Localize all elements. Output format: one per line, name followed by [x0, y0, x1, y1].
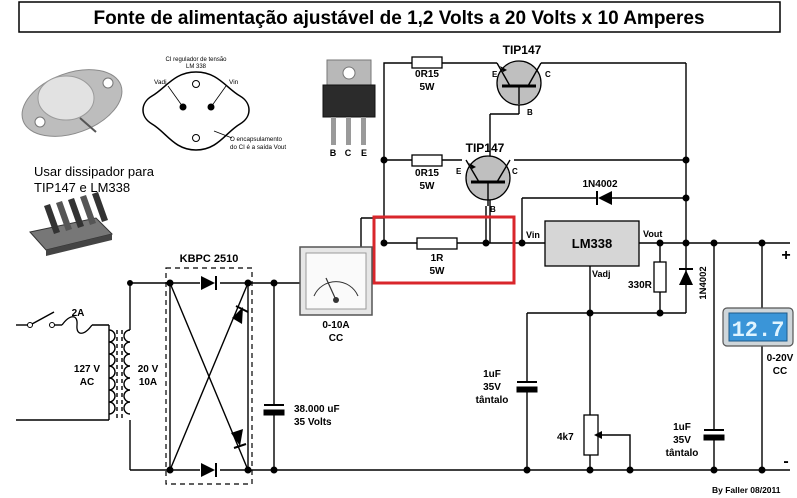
- ic-title-line1: CI regulador de tensão: [165, 57, 227, 63]
- capacitor-1uf-adj: [516, 381, 538, 393]
- author-credit: By Faller 08/2011: [712, 485, 781, 495]
- transformer: [108, 329, 131, 420]
- to218-pin-e: E: [361, 148, 367, 158]
- ic-note-line1: O encapsulamento: [230, 136, 282, 143]
- tip-top-pin-b: B: [527, 108, 533, 117]
- bridge-diodes: [201, 276, 249, 477]
- resistor-0r15-top: [411, 56, 443, 69]
- capacitor-38000uf: [263, 404, 285, 416]
- to218-pin-b: B: [330, 148, 337, 158]
- res-330r-label: 330R: [628, 280, 653, 291]
- ammeter-range: 0-10A: [322, 320, 349, 331]
- tip-mid-pin-b: B: [490, 205, 496, 214]
- voltmeter-type: CC: [773, 366, 787, 377]
- res-1r-power: 5W: [430, 266, 446, 277]
- voltmeter: [722, 307, 794, 347]
- primary-voltage: 127 V: [74, 364, 100, 375]
- heatsink-note-line1: Usar dissipador para: [34, 164, 155, 179]
- lm338-pinout-drawing: CI regulador de tensão LM 338 Vadj Vin O…: [142, 57, 286, 151]
- tip-mid-pin-e: E: [456, 167, 462, 176]
- tip147-top-label: TIP147: [503, 43, 542, 57]
- secondary-current: 10A: [139, 377, 157, 388]
- secondary-voltage: 20 V: [138, 364, 159, 375]
- lm338-label: LM338: [572, 236, 612, 251]
- res-1r-value: 1R: [431, 253, 445, 264]
- transistor-tip147-mid: [465, 155, 511, 206]
- lm338-vout-label: Vout: [643, 229, 662, 239]
- cap-adj-value: 1uF: [483, 369, 501, 380]
- primary-type: AC: [80, 377, 94, 388]
- lm338-vadj-label: Vadj: [592, 269, 611, 279]
- res-top-value: 0R15: [415, 69, 439, 80]
- page-title: Fonte de alimentação ajustável de 1,2 Vo…: [93, 8, 704, 29]
- tip147-mid-label: TIP147: [466, 141, 505, 155]
- res-top-power: 5W: [420, 82, 436, 93]
- cap-out-type: tântalo: [666, 448, 699, 459]
- diode-h-label: 1N4002: [582, 179, 617, 190]
- pot-label: 4k7: [557, 432, 574, 443]
- ammeter: [299, 246, 373, 316]
- voltmeter-range: 0-20V: [767, 353, 794, 364]
- voltmeter-reading: 12.7: [732, 318, 785, 343]
- title-frame: [18, 1, 781, 33]
- to218-package-photo: B C E: [322, 59, 376, 158]
- ic-vin-label: Vin: [229, 79, 239, 86]
- resistor-0r15-mid: [411, 154, 443, 167]
- to218-pin-c: C: [345, 148, 352, 158]
- res-mid-power: 5W: [420, 181, 436, 192]
- diode-v-label: 1N4002: [698, 266, 709, 299]
- cap-main-voltage: 35 Volts: [294, 417, 332, 428]
- cap-adj-voltage: 35V: [483, 382, 501, 393]
- diode-1n4002-horizontal: [596, 191, 612, 205]
- terminal-minus: -: [783, 453, 788, 470]
- bridge-label: KBPC 2510: [180, 253, 239, 265]
- fuse-label: 2A: [72, 308, 85, 319]
- heatsink-note-line2: TIP147 e LM338: [34, 180, 130, 195]
- junction-dots: [127, 156, 766, 474]
- diode-1n4002-vertical: [679, 268, 693, 285]
- heatsink-photo: [29, 192, 113, 256]
- power-switch: [27, 311, 55, 328]
- terminal-plus: +: [781, 247, 790, 264]
- transistor-tip147-top: [496, 60, 542, 106]
- cap-adj-type: tântalo: [476, 395, 509, 406]
- resistor-330r: [653, 261, 667, 293]
- highlight-box: [372, 215, 516, 285]
- res-mid-value: 0R15: [415, 168, 439, 179]
- ic-vadj-label: Vadj: [154, 79, 167, 86]
- ic-title-line2: LM 338: [186, 64, 207, 70]
- lm338-body: [544, 220, 640, 267]
- capacitor-1uf-out: [703, 429, 725, 441]
- tip-mid-pin-c: C: [512, 167, 518, 176]
- tip-top-pin-e: E: [492, 70, 498, 79]
- resistor-1r: [416, 237, 458, 250]
- fuse-2a: [61, 316, 93, 334]
- cap-out-voltage: 35V: [673, 435, 691, 446]
- pot-wiper-arrow: [594, 431, 602, 439]
- bridge-outline: [165, 267, 253, 485]
- tip-top-pin-c: C: [545, 70, 551, 79]
- wires-lower: [16, 282, 790, 471]
- lm338-vin-label: Vin: [526, 230, 540, 240]
- to3-package-photo: [21, 69, 123, 137]
- cap-main-value: 38.000 uF: [294, 404, 340, 415]
- ic-note-line2: do CI é a saída Vout: [230, 144, 286, 151]
- cap-out-value: 1uF: [673, 422, 691, 433]
- ammeter-type: CC: [329, 333, 343, 344]
